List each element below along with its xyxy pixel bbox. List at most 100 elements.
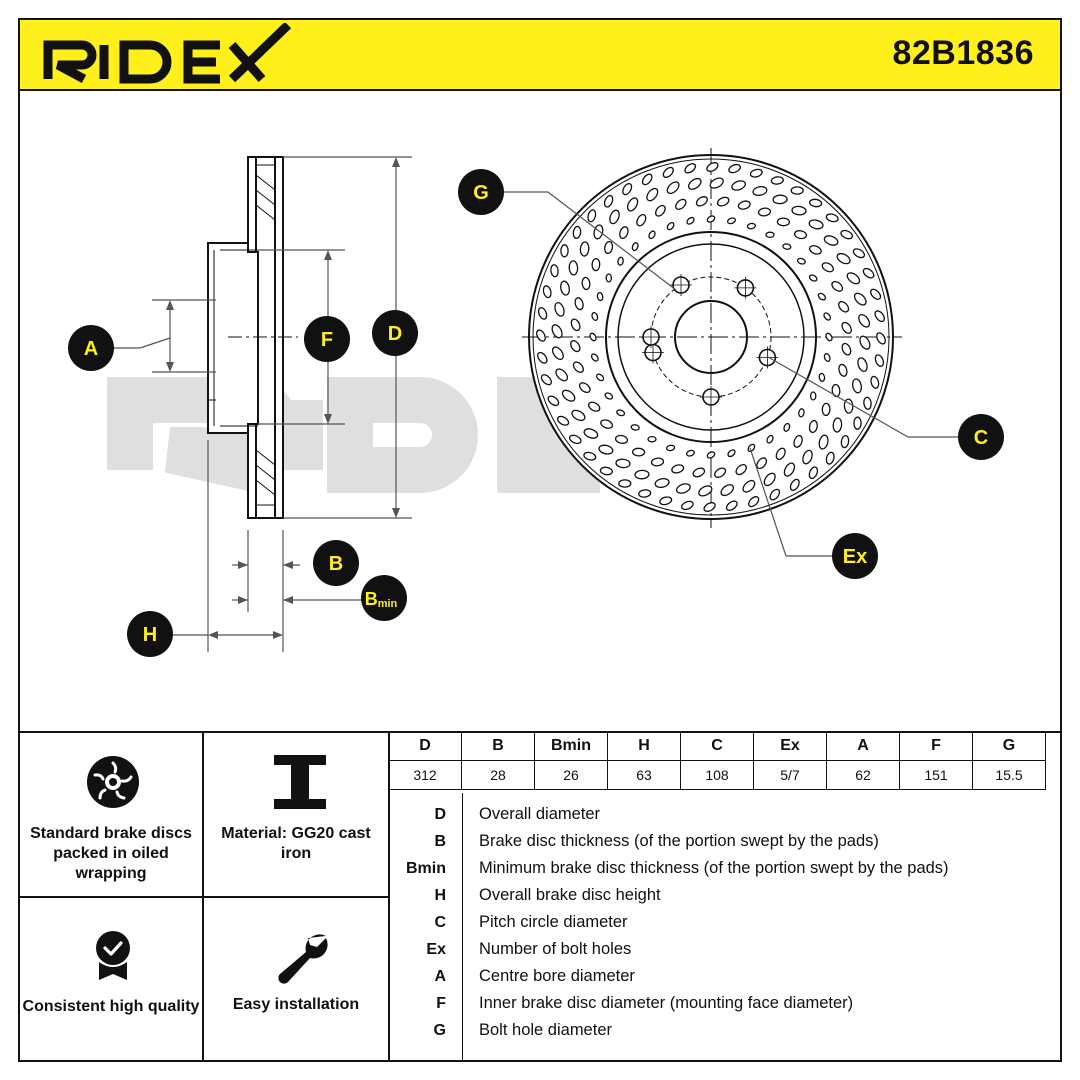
drill-hole	[852, 378, 862, 394]
drill-hole	[821, 262, 835, 273]
drill-hole	[598, 444, 614, 455]
drill-hole	[572, 361, 584, 373]
svg-text:H: H	[143, 624, 157, 646]
drill-hole	[817, 292, 827, 301]
callout-Bmin: Bmin	[361, 575, 407, 621]
drill-hole	[692, 467, 706, 478]
drill-hole	[727, 449, 736, 458]
spec-value-B: 28	[461, 760, 535, 790]
drill-hole	[703, 502, 716, 512]
drill-hole	[782, 243, 792, 250]
drill-hole	[853, 292, 867, 306]
drill-hole	[551, 346, 564, 361]
drill-hole	[808, 219, 824, 230]
spec-value-A: 62	[826, 760, 900, 790]
drill-hole	[859, 335, 871, 350]
spec-table: D B Bmin H C Ex A F G 312 28 26 63 108 5…	[388, 731, 1062, 1062]
drill-hole	[646, 187, 659, 202]
bolt-hole-crosshair	[640, 326, 662, 348]
drill-hole	[537, 351, 548, 364]
svg-text:F: F	[321, 329, 333, 351]
drill-hole	[662, 166, 674, 178]
callout-D: D	[372, 310, 418, 356]
feature-material-label: Material: GG20 cast iron	[221, 825, 371, 862]
drill-hole	[556, 415, 570, 426]
drill-hole	[604, 392, 614, 400]
drill-hole	[809, 391, 817, 401]
drill-hole	[775, 447, 786, 461]
drill-hole	[671, 464, 685, 474]
drill-hole	[706, 215, 716, 223]
svg-text:B: B	[329, 553, 343, 575]
drill-hole-pattern	[536, 162, 886, 512]
bolt-hole-crosshair	[756, 346, 779, 369]
drill-hole	[821, 402, 831, 417]
drill-hole	[836, 252, 851, 265]
drill-hole	[622, 182, 633, 196]
drill-hole	[808, 419, 818, 434]
part-number: 82B1836	[892, 34, 1034, 72]
drill-hole	[808, 274, 818, 282]
feature-quality-label: Consistent high quality	[22, 998, 200, 1015]
drill-hole	[825, 451, 835, 465]
drill-hole	[638, 489, 652, 498]
drill-hole	[776, 217, 791, 227]
spec-header-H: H	[607, 731, 681, 761]
feature-installation-label: Easy installation	[232, 996, 360, 1013]
drill-hole	[578, 382, 591, 394]
drill-hole	[603, 194, 614, 208]
dimension-arrows	[166, 157, 400, 639]
drill-hole	[818, 372, 826, 383]
spec-header-row: D B Bmin H C Ex A F G	[388, 731, 1046, 761]
i-beam-icon	[274, 755, 326, 809]
drill-hole	[823, 352, 831, 363]
drill-hole	[789, 478, 800, 492]
svg-text:A: A	[84, 338, 98, 360]
bolt-holes	[640, 274, 779, 408]
callout-F: F	[304, 316, 350, 362]
spec-value-D: 312	[388, 760, 462, 790]
drill-hole	[547, 395, 560, 407]
drill-hole	[876, 332, 886, 345]
drill-hole	[654, 204, 666, 217]
drill-hole	[600, 419, 614, 429]
drill-hole	[840, 229, 854, 240]
drill-hole	[648, 230, 656, 240]
drill-hole	[853, 416, 862, 430]
spec-grid: D B Bmin H C Ex A F G 312 28 26 63 108 5…	[388, 731, 1046, 790]
drill-hole	[838, 363, 848, 377]
drill-hole	[749, 168, 763, 178]
spec-header-Bmin: Bmin	[534, 731, 608, 761]
drill-hole	[583, 451, 597, 461]
header-bar: 82B1836	[18, 18, 1062, 91]
drill-hole	[665, 444, 676, 452]
drill-hole	[790, 186, 804, 195]
drill-hole	[874, 310, 885, 323]
spec-value-row: 312 28 26 63 108 5/7 62 151 15.5	[388, 760, 1046, 790]
drill-hole	[615, 458, 631, 469]
drill-hole	[726, 217, 737, 225]
drill-hole	[818, 434, 829, 450]
drill-hole	[604, 240, 614, 255]
spec-header-F: F	[899, 731, 973, 761]
drill-hole	[862, 267, 875, 279]
drill-hole	[770, 176, 784, 185]
drill-hole	[614, 434, 629, 444]
feature-material: Material: GG20 cast iron	[202, 731, 390, 898]
spec-value-H: 63	[607, 760, 681, 790]
drill-hole	[675, 198, 687, 210]
drill-hole	[681, 500, 694, 511]
brake-disc-icon	[87, 756, 139, 808]
drill-hole	[765, 231, 775, 239]
drill-hole	[654, 478, 670, 488]
drill-hole	[571, 409, 586, 422]
drill-hole	[706, 162, 719, 172]
drill-hole	[793, 434, 803, 448]
spec-value-F: 151	[899, 760, 973, 790]
drill-hole	[720, 484, 735, 497]
drill-hole	[852, 248, 866, 259]
